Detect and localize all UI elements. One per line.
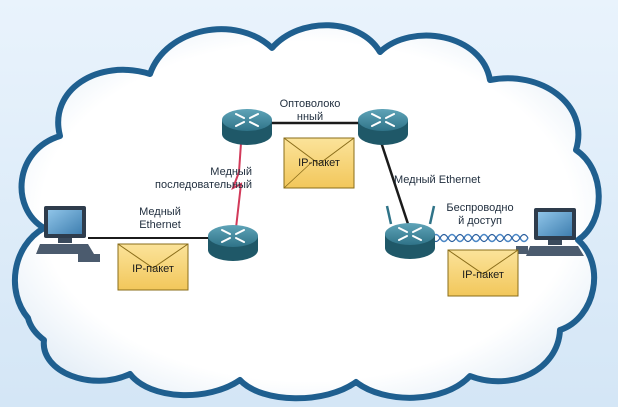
router-icon: [358, 109, 408, 145]
router-icon: [208, 225, 258, 261]
ip-packet-left: IP-пакет: [132, 263, 174, 275]
ethernet-right-label: Медный Ethernet: [394, 174, 481, 186]
antenna-icon: [385, 205, 436, 225]
cloud-shape: [12, 22, 602, 402]
ip-packet-center: IP-пакет: [298, 157, 340, 169]
wireless-wave: [431, 233, 529, 243]
ip-packet-right: IP-пакет: [462, 269, 504, 281]
envelope-icon: [283, 137, 355, 189]
pc-icon: [516, 208, 584, 256]
fiber-link-label: Оптоволоко нный: [279, 98, 341, 123]
router-icon: [222, 109, 272, 145]
serial-link-label: Медный последовательный: [155, 166, 252, 191]
wireless-access-label: Беспроводно й доступ: [446, 202, 514, 227]
link-serial: [231, 142, 243, 229]
router-icon: [385, 223, 435, 259]
ethernet-left-label: Медный Ethernet: [139, 206, 181, 231]
envelope-icon: [447, 249, 519, 297]
envelope-icon: [117, 243, 189, 291]
pc-icon: [36, 206, 100, 262]
link-right-ethernet: [379, 141, 411, 228]
